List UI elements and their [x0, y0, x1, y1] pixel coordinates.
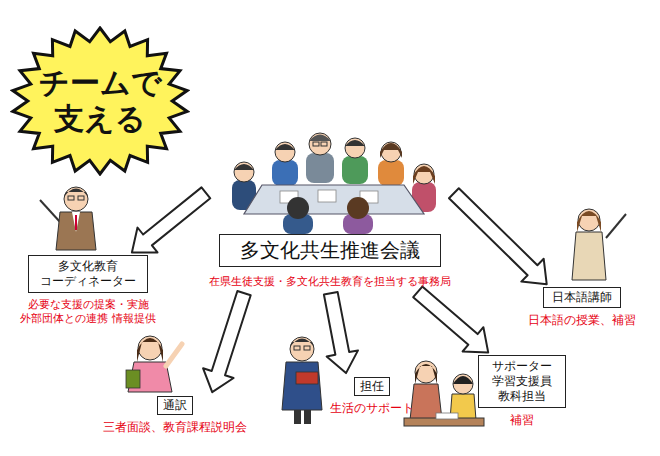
meeting-person	[378, 142, 404, 186]
role-box: 多文化共生推進会議	[219, 234, 441, 267]
meeting-person	[234, 162, 254, 182]
coordinator-figure	[64, 187, 88, 211]
meeting-person	[345, 138, 365, 158]
homeroom-teacher-figure	[290, 337, 314, 361]
supporter-figure	[404, 361, 484, 426]
meeting-person	[343, 197, 373, 234]
japanese-teacher-figure	[577, 211, 601, 232]
interpreter-figure	[137, 338, 163, 362]
block-arrow	[132, 187, 210, 252]
meeting-person	[306, 133, 334, 183]
coordinator-figure	[68, 196, 74, 200]
homeroom-teacher-figure	[294, 410, 301, 424]
meeting-person	[342, 138, 368, 184]
role-box: 担任	[354, 377, 390, 396]
meeting-person	[378, 160, 404, 186]
meeting-person	[321, 142, 327, 146]
meeting-table	[244, 185, 424, 214]
role-box: 日本語講師	[543, 287, 621, 308]
meeting-person	[283, 197, 313, 234]
coordinator-figure	[72, 212, 80, 232]
homeroom-teacher-figure	[294, 346, 300, 350]
meeting-person	[347, 197, 369, 219]
role-node: 担任生活のサポート	[330, 377, 414, 417]
role-box: 通訳	[157, 396, 193, 415]
meeting-person	[272, 142, 298, 186]
meeting-illustration	[232, 133, 436, 234]
japanese-teacher-figure	[572, 232, 606, 280]
role-box: サポーター 学習支援員 教科担当	[478, 355, 566, 408]
role-node: 多文化教育 コーディネーター必要な支援の提案・実施 外部団体との連携 情報提供	[20, 255, 156, 327]
homeroom-teacher-figure	[282, 337, 322, 424]
supporter-figure	[453, 374, 473, 394]
meeting-person	[309, 133, 331, 155]
japanese-teacher-figure	[606, 214, 626, 238]
role-node: 通訳三者面談、教育課程説明会	[103, 396, 247, 436]
slogan-text: チームで 支える	[25, 65, 175, 137]
japanese-teacher-figure	[578, 209, 600, 231]
role-description: 日本語の授業、補習	[528, 313, 636, 329]
starburst-callout: チームで 支える	[10, 26, 190, 176]
homeroom-teacher-figure	[296, 372, 318, 384]
homeroom-teacher-figure	[304, 346, 310, 350]
homeroom-teacher-figure	[282, 362, 322, 410]
meeting-person	[275, 142, 295, 162]
role-description: 必要な支援の提案・実施 外部団体との連携 情報提供	[20, 298, 156, 327]
homeroom-teacher-figure	[304, 410, 311, 424]
role-node: 多文化共生推進会議在県生徒支援・多文化共生教育を担当する事務局	[209, 148, 451, 289]
supporter-figure	[415, 364, 437, 384]
interpreter-figure	[166, 344, 182, 366]
block-arrow	[324, 292, 358, 373]
meeting-table	[318, 190, 336, 202]
role-node: サポーター 学習支援員 教科担当補習	[478, 355, 566, 429]
role-description: 在県生徒支援・多文化共生教育を担当する事務局	[209, 275, 451, 289]
meeting-person	[342, 156, 368, 184]
meeting-person	[381, 142, 401, 162]
role-description: 補習	[510, 413, 534, 429]
meeting-person	[309, 135, 331, 142]
coordinator-figure	[56, 212, 96, 250]
role-box: 多文化教育 コーディネーター	[28, 255, 148, 293]
meeting-person	[345, 140, 365, 146]
block-arrow	[413, 287, 488, 353]
meeting-person	[234, 164, 254, 170]
supporter-figure	[415, 361, 437, 383]
meeting-person	[272, 160, 298, 186]
supporter-figure	[453, 376, 473, 384]
meeting-person	[287, 197, 309, 219]
meeting-person	[275, 144, 295, 150]
coordinator-figure	[40, 200, 60, 222]
meeting-person	[380, 143, 402, 158]
role-node: 日本語講師日本語の授業、補習	[528, 287, 636, 329]
coordinator-figure	[40, 187, 96, 250]
meeting-person	[413, 166, 435, 184]
block-arrow	[449, 188, 547, 284]
coordinator-figure	[75, 215, 77, 230]
interpreter-figure	[126, 370, 140, 388]
role-description: 生活のサポート	[330, 401, 414, 417]
starburst-outline	[13, 28, 187, 174]
block-arrow	[203, 291, 251, 392]
coordinator-figure	[78, 196, 84, 200]
meeting-person	[313, 142, 319, 146]
japanese-teacher-figure	[572, 209, 626, 280]
meeting-person	[306, 153, 334, 183]
supporter-figure	[436, 413, 458, 419]
meeting-table	[244, 185, 424, 214]
role-description: 三者面談、教育課程説明会	[103, 420, 247, 436]
interpreter-figure	[126, 336, 182, 392]
meeting-person	[414, 164, 434, 184]
